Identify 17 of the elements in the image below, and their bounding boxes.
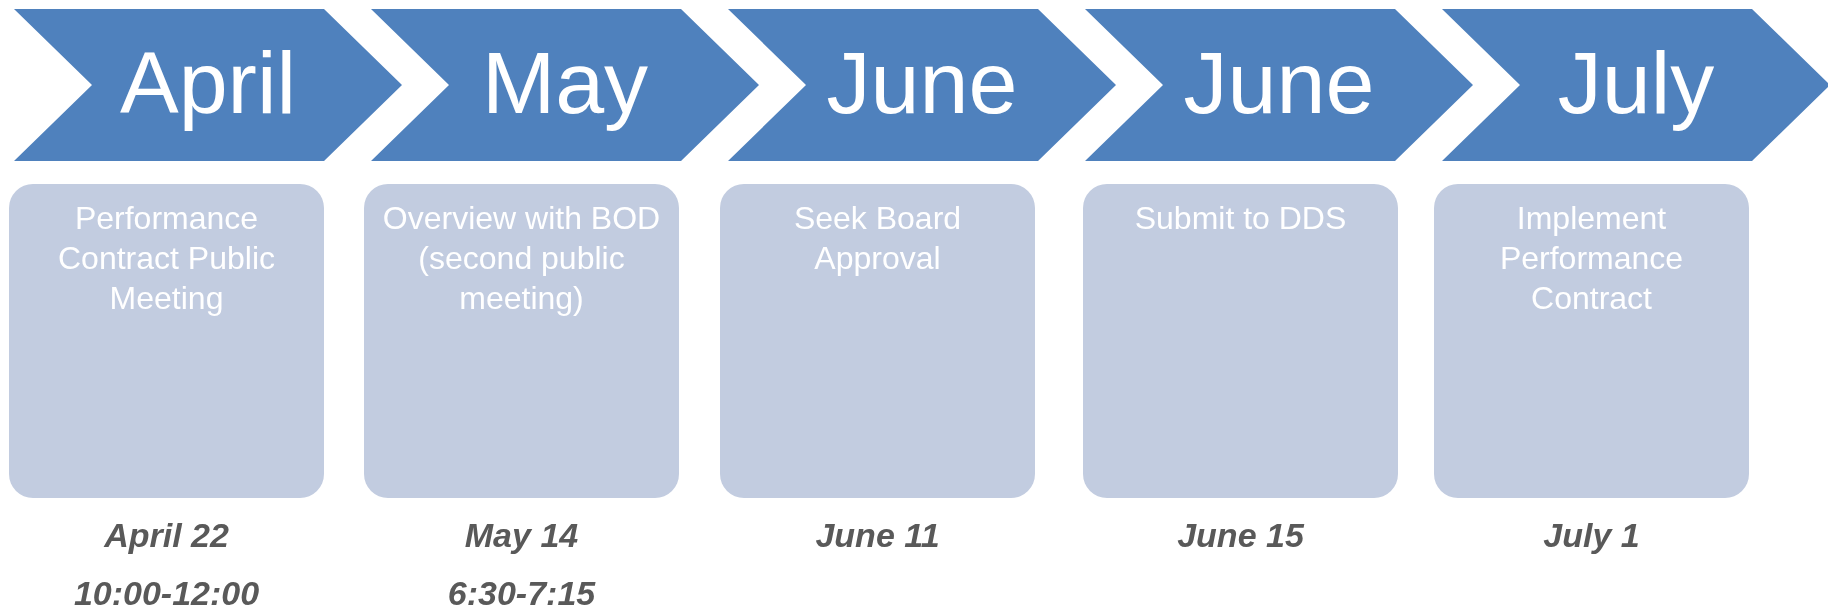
date-caption: May 14 xyxy=(463,518,580,552)
month-header: July xyxy=(1442,9,1828,161)
step-card: Implement Performance Contract xyxy=(1434,184,1749,498)
date-caption: April 22 xyxy=(102,518,230,552)
date-caption: 6:30-7:15 xyxy=(446,576,597,610)
date-caption: June 15 xyxy=(1176,518,1306,552)
month-header: June xyxy=(1085,9,1473,161)
month-header: June xyxy=(728,9,1116,161)
date-caption: July 1 xyxy=(1542,518,1641,552)
step-card: Performance Contract Public Meeting xyxy=(9,184,324,498)
step-card: Seek Board Approval xyxy=(720,184,1035,498)
date-caption: June 11 xyxy=(814,518,941,552)
month-header: May xyxy=(371,9,759,161)
step-card: Overview with BOD (second public meeting) xyxy=(364,184,679,498)
month-header: April xyxy=(14,9,402,161)
step-card: Submit to DDS xyxy=(1083,184,1398,498)
date-caption: 10:00-12:00 xyxy=(72,576,261,610)
